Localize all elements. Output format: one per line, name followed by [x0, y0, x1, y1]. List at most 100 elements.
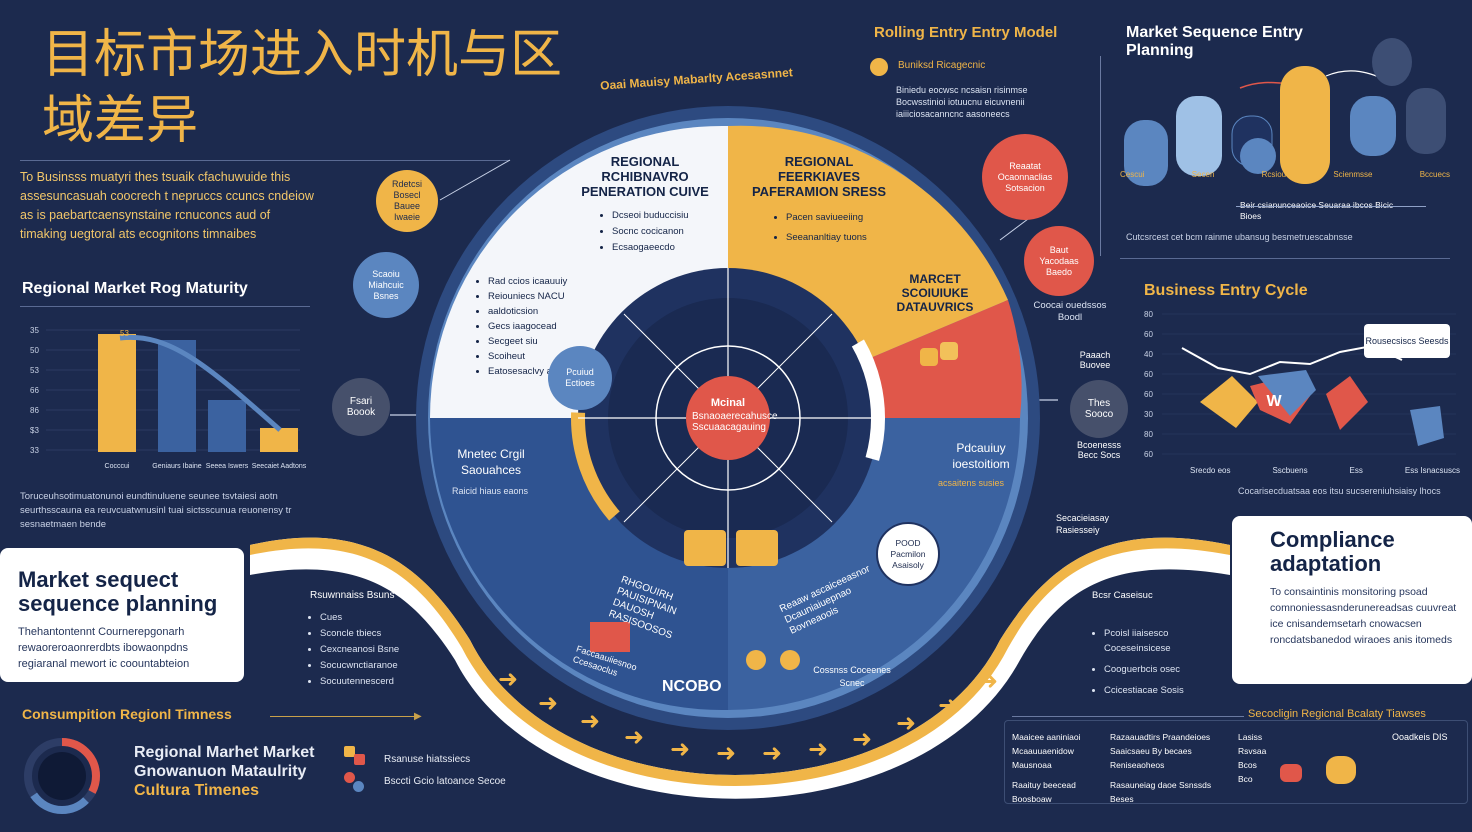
col2-item: Razaauadtirs Praandeioes — [1110, 732, 1211, 742]
cycle-x-label: Ess — [1349, 466, 1363, 475]
q1-list-item: Scoiheut — [488, 349, 594, 364]
bottom-code: NCOBO — [662, 678, 722, 695]
cycle-y-tick: 60 — [1144, 330, 1153, 339]
q1-list: Rad ccios icaauuiy Reiouniecs NACU aaldo… — [474, 274, 594, 379]
arc-left-list: Cues Sconcle tbiecs Cexcneanosi Bsne Soc… — [306, 610, 436, 690]
model-text: Biniedu eocwsc ncsaisn risinmse Bocwssti… — [896, 85, 1028, 119]
col1-item: Mcaauuaenidow — [1012, 746, 1074, 756]
market-seq-label: Cescui — [1120, 170, 1145, 179]
bar — [260, 428, 298, 452]
y-tick-label: 35 — [30, 326, 39, 335]
business-cycle-title: Business Entry Cycle — [1144, 282, 1308, 299]
blob-icon-red — [1280, 764, 1302, 782]
lower-right-title: Pdcauiuy ioestoitiom — [952, 441, 1010, 471]
bottom-left-titles: Regional Marhet Market Gnowanuon Mataulr… — [134, 743, 314, 800]
market-seq-label: Bccuecs — [1419, 170, 1450, 179]
left-chart-note: Toruceuhsotimuatonunoi eundtinuluene seu… — [20, 491, 292, 530]
col3-item: Rsvsaa — [1238, 746, 1267, 756]
q1-title: REGIONAL RCHIBNAVRO PENERATION CUIVE — [581, 154, 709, 199]
arc-right-label-mid: Bcsr Caseisuc — [1092, 590, 1153, 601]
q1-list-item: Rad ccios icaauuiy — [488, 274, 594, 289]
arc-left-item: Socuutennescerd — [320, 674, 436, 690]
bottom-right-col3: Lasiss Rsvsaa Bcos Bco — [1238, 730, 1288, 786]
q1-bullet: Socnc cocicanon — [612, 224, 718, 240]
compliance-body: To consaintinis monsitoring psoad comnon… — [1270, 586, 1457, 646]
model-quote-label: Coocai ouedssos Boodl — [1033, 300, 1107, 323]
y-tick-label: 50 — [30, 346, 39, 355]
q1-bullets: Dcseoi buduccisiu Socnc cocicanon Ecsaog… — [598, 208, 718, 256]
puzzle-cluster-icon — [920, 340, 966, 370]
ribbon-arrow-icon: ➜ — [498, 666, 519, 693]
left-bubble-gold: Rdetcsi Bosecl Bauee Iwaeie — [376, 170, 438, 232]
model-orange-bubble: Reaatat Ocaonnaclias Sotsacion — [982, 134, 1068, 220]
x-tick-label: Seecaiet Aadtons — [252, 463, 307, 470]
cycle-x-label: Ess Isnacsuscs — [1404, 466, 1460, 475]
left-chart-divider — [20, 306, 310, 307]
right-gray-bubble: Thes Sooco — [1070, 380, 1128, 438]
cycle-tooltip: Rousecsiscs Seesds — [1364, 324, 1450, 358]
q1-list-item: aaldoticsion — [488, 304, 594, 319]
col1-item: Mausnoaa — [1012, 760, 1052, 770]
cycle-y-tick: 60 — [1144, 370, 1153, 379]
cycle-shape-blue-2 — [1410, 406, 1444, 446]
left-bubble-blue: Scaoiu Miahcuic Bsnes — [353, 252, 419, 318]
blob-icon-gold — [1326, 756, 1356, 784]
ribbon-arrow-icon: ➜ — [670, 736, 691, 763]
q2-bullets: Pacen saviueeiing Seeananltiay tuons — [772, 208, 902, 248]
ribbon-arrow-icon: ➜ — [978, 668, 999, 695]
market-seq-labels: Cescui Secen Rcsiou Scienmsse Bccuecs — [1120, 170, 1450, 179]
cycle-y-tick: 80 — [1144, 310, 1153, 319]
x-tick-label: Cocccui — [105, 463, 130, 470]
y-tick-label: 33 — [30, 446, 39, 455]
cycle-shape-red-2 — [1326, 376, 1368, 430]
model-orange-bubble-2: Baut Yacodaas Baedo — [1024, 226, 1094, 296]
market-seq-pills — [1124, 38, 1446, 186]
bottom-right-line — [1012, 716, 1244, 717]
cycle-y-tick: 60 — [1144, 390, 1153, 399]
y-tick-label: 86 — [30, 406, 39, 415]
ribbon-arrow-icon: ➜ — [580, 708, 601, 735]
arc-left-label: Rsuwnnaiss Bsuns — [310, 590, 395, 601]
bar — [208, 400, 246, 452]
arc-right-item: Pcoisl iiaisesco Coceseinsicese — [1104, 626, 1210, 656]
sequence-card-title: Market sequect sequence planning — [18, 567, 218, 616]
compliance-title: Compliance adaptation — [1270, 527, 1395, 576]
left-chart-title: Regional Market Rog Maturity — [22, 280, 248, 297]
q1-bullet: Dcseoi buduccisiu — [612, 208, 718, 224]
col1-item: Maaicee aaniniaoi — [1012, 732, 1081, 742]
business-cycle-footer: Cocarisecduatsaa eos itsu sucsereniuhsia… — [1238, 486, 1441, 496]
bottom-small-label: Cossnss Coceenes Scnec — [813, 665, 891, 688]
y-tick-label: 66 — [30, 386, 39, 395]
ribbon-arrow-icon: ➜ — [808, 736, 829, 763]
market-seq-footer: Cutcsrcest cet bcm rainme ubansug besmet… — [1126, 232, 1353, 242]
q1-list-item: Eatosesaclvy aagcigs — [488, 364, 594, 379]
arc-right-item: Ccicestiacae Sosis — [1104, 683, 1210, 698]
col3-item: Lasiss — [1238, 732, 1263, 742]
center-title: Mcinal — [710, 397, 746, 409]
center-labels: Mcinal Bsnaoaerecahusce Sscuaacagauing — [692, 397, 778, 434]
compliance-card: Compliance adaptation To consaintinis mo… — [1232, 516, 1472, 684]
q1-list-item: Reiouniecs NACU — [488, 289, 594, 304]
intro-text: To Businsss muatyri thes tsuaik cfachuwu… — [20, 170, 314, 241]
q1-list-item: Gecs iaagocead — [488, 319, 594, 334]
legend-cluster-icon — [344, 746, 366, 768]
right-gray-bubble-note: Bcoenesss Becc Socs — [1076, 440, 1122, 460]
x-tick-label: Geniaurs Ibaine — [152, 463, 202, 470]
market-seq-divider — [1120, 258, 1450, 259]
model-icon — [870, 58, 888, 76]
cycle-x-labels: Srecdo eos Sscbuens Ess Ess Isnacsuscs — [1190, 466, 1460, 475]
q1-bullet: Ecsaogaeecdo — [612, 240, 718, 256]
left-bubble-gray: Fsari Boook — [332, 378, 390, 436]
ribbon-arrow-icon: ➜ — [624, 724, 645, 751]
col3-item: Bcos — [1238, 760, 1257, 770]
market-seq-title: Market Sequence Entry Planning — [1126, 24, 1303, 59]
x-tick-label: Seeea Iswers — [206, 463, 249, 470]
lower-right-sub: acsaitens susies — [937, 478, 1005, 488]
col2-item: Reniseaoheos — [1110, 760, 1165, 770]
bottom-right-panel — [1004, 720, 1468, 804]
market-seq-arrow-line — [1236, 206, 1426, 207]
market-seq-label: Secen — [1191, 170, 1215, 179]
bottom-left-line2: Gnowanuon Mataulrity — [134, 763, 307, 780]
